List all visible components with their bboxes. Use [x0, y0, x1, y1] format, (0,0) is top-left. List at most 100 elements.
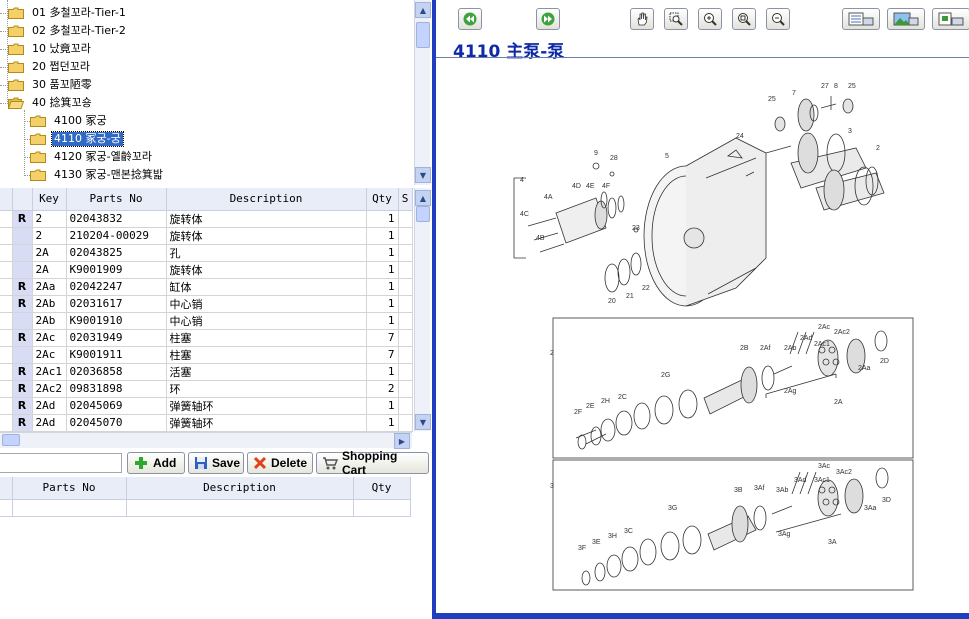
scroll-down-icon[interactable]: ▼ — [415, 167, 431, 183]
label-3ad[interactable]: 3Ad — [794, 477, 807, 484]
tree-scrollbar[interactable]: ▲ ▼ — [414, 0, 431, 185]
label-4f[interactable]: 4F — [602, 183, 610, 190]
label-2c[interactable]: 2C — [618, 394, 627, 401]
label-2ac1[interactable]: 2Ac1 — [814, 341, 830, 348]
label-3h[interactable]: 3H — [608, 533, 617, 540]
label-3ag[interactable]: 3Ag — [778, 531, 791, 538]
label-3ac1[interactable]: 3Ac1 — [814, 477, 830, 484]
tree-item[interactable]: 10 났竟꼬라 — [0, 40, 93, 58]
label-3a[interactable]: 3A — [828, 539, 837, 546]
empty-row[interactable] — [0, 499, 411, 517]
label-23[interactable]: 23 — [632, 225, 640, 232]
tree-item[interactable]: 4130 冢궁-맨본捻箕밟 — [24, 166, 165, 184]
print-all-icon[interactable] — [932, 8, 969, 30]
label-22[interactable]: 22 — [642, 285, 650, 292]
label-4b[interactable]: 4B — [536, 235, 545, 242]
delete-button[interactable]: Delete — [247, 452, 313, 474]
zoom-in-icon[interactable] — [698, 8, 722, 30]
label-3d[interactable]: 3D — [882, 497, 891, 504]
label-3af[interactable]: 3Af — [754, 485, 765, 492]
add-button[interactable]: Add — [127, 452, 185, 474]
label-28[interactable]: 28 — [610, 155, 618, 162]
tree-item[interactable]: 30 품꼬陋零 — [0, 76, 94, 94]
label-8[interactable]: 8 — [834, 83, 838, 90]
label-3c[interactable]: 3C — [624, 528, 633, 535]
col-qty[interactable]: Qty — [366, 188, 399, 211]
label-2ab[interactable]: 2Ab — [784, 345, 797, 352]
zoom-fit-icon[interactable] — [732, 8, 756, 30]
col-parts-no[interactable]: Parts No — [66, 188, 167, 211]
label-2e[interactable]: 2E — [586, 403, 595, 410]
label-2-group[interactable]: 2 — [550, 350, 554, 357]
label-2ad[interactable]: 2Ad — [800, 335, 813, 342]
label-27[interactable]: 27 — [821, 83, 829, 90]
panel-splitter[interactable] — [432, 0, 436, 619]
label-2ac2[interactable]: 2Ac2 — [834, 329, 850, 336]
label-3[interactable]: 3 — [848, 128, 852, 135]
label-2f[interactable]: 2F — [574, 409, 582, 416]
label-20[interactable]: 20 — [608, 298, 616, 305]
col-qty[interactable]: Qty — [353, 477, 411, 500]
hand-pan-icon[interactable] — [630, 8, 654, 30]
label-2d[interactable]: 2D — [880, 358, 889, 365]
label-2[interactable]: 2 — [876, 145, 880, 152]
scroll-thumb[interactable] — [2, 434, 20, 446]
fast-forward-icon[interactable] — [536, 8, 560, 30]
print-list-icon[interactable] — [842, 8, 880, 30]
label-4c[interactable]: 4C — [520, 211, 529, 218]
label-3ac[interactable]: 3Ac — [818, 463, 831, 470]
scroll-thumb[interactable] — [416, 22, 430, 48]
zoom-box-icon[interactable] — [664, 8, 688, 30]
tree-item[interactable]: 4100 冢궁 — [24, 112, 109, 130]
label-3f[interactable]: 3F — [578, 545, 586, 552]
shopping-cart-button[interactable]: Shopping Cart — [316, 449, 429, 477]
label-7[interactable]: 7 — [792, 90, 796, 97]
parts-hscrollbar[interactable]: ▶ — [0, 432, 412, 449]
label-3-group[interactable]: 3 — [550, 483, 554, 490]
label-2aa[interactable]: 2Aa — [858, 365, 871, 372]
rewind-icon[interactable] — [458, 8, 482, 30]
tree-item[interactable]: 20 쩝던꼬라 — [0, 58, 92, 76]
save-button[interactable]: Save — [188, 452, 244, 474]
tree-item[interactable]: 01 多철꼬라-Tier-1 — [0, 4, 128, 22]
scroll-thumb[interactable] — [416, 206, 430, 222]
tree-item[interactable]: 02 多철꼬라-Tier-2 — [0, 22, 128, 40]
label-3g[interactable]: 3G — [668, 505, 677, 512]
label-4e[interactable]: 4E — [586, 183, 595, 190]
label-3b[interactable]: 3B — [734, 487, 743, 494]
label-4[interactable]: 4 — [520, 177, 524, 184]
tree-item[interactable]: 4120 冢궁-옐齡꼬라 — [24, 148, 154, 166]
col-description[interactable]: Description — [166, 188, 367, 211]
col-s[interactable]: S — [398, 188, 413, 211]
label-2b[interactable]: 2B — [740, 345, 749, 352]
label-25[interactable]: 25 — [768, 96, 776, 103]
label-2h[interactable]: 2H — [601, 398, 610, 405]
label-21[interactable]: 21 — [626, 293, 634, 300]
label-3aa[interactable]: 3Aa — [864, 505, 877, 512]
col-description[interactable]: Description — [126, 477, 354, 500]
label-3ab[interactable]: 3Ab — [776, 487, 789, 494]
col-key[interactable]: Key — [32, 188, 67, 211]
label-2a[interactable]: 2A — [834, 399, 843, 406]
part-entry-field[interactable] — [0, 453, 122, 473]
label-4d[interactable]: 4D — [572, 183, 581, 190]
label-9[interactable]: 9 — [594, 150, 598, 157]
scroll-right-icon[interactable]: ▶ — [394, 433, 410, 449]
scroll-up-icon[interactable]: ▲ — [415, 2, 431, 18]
scroll-up-icon[interactable]: ▲ — [415, 190, 431, 206]
col-parts-no[interactable]: Parts No — [12, 477, 127, 500]
label-25b[interactable]: 25 — [848, 83, 856, 90]
parts-scrollbar[interactable]: ▲ ▼ — [414, 188, 431, 431]
label-2ag[interactable]: 2Ag — [784, 388, 797, 395]
